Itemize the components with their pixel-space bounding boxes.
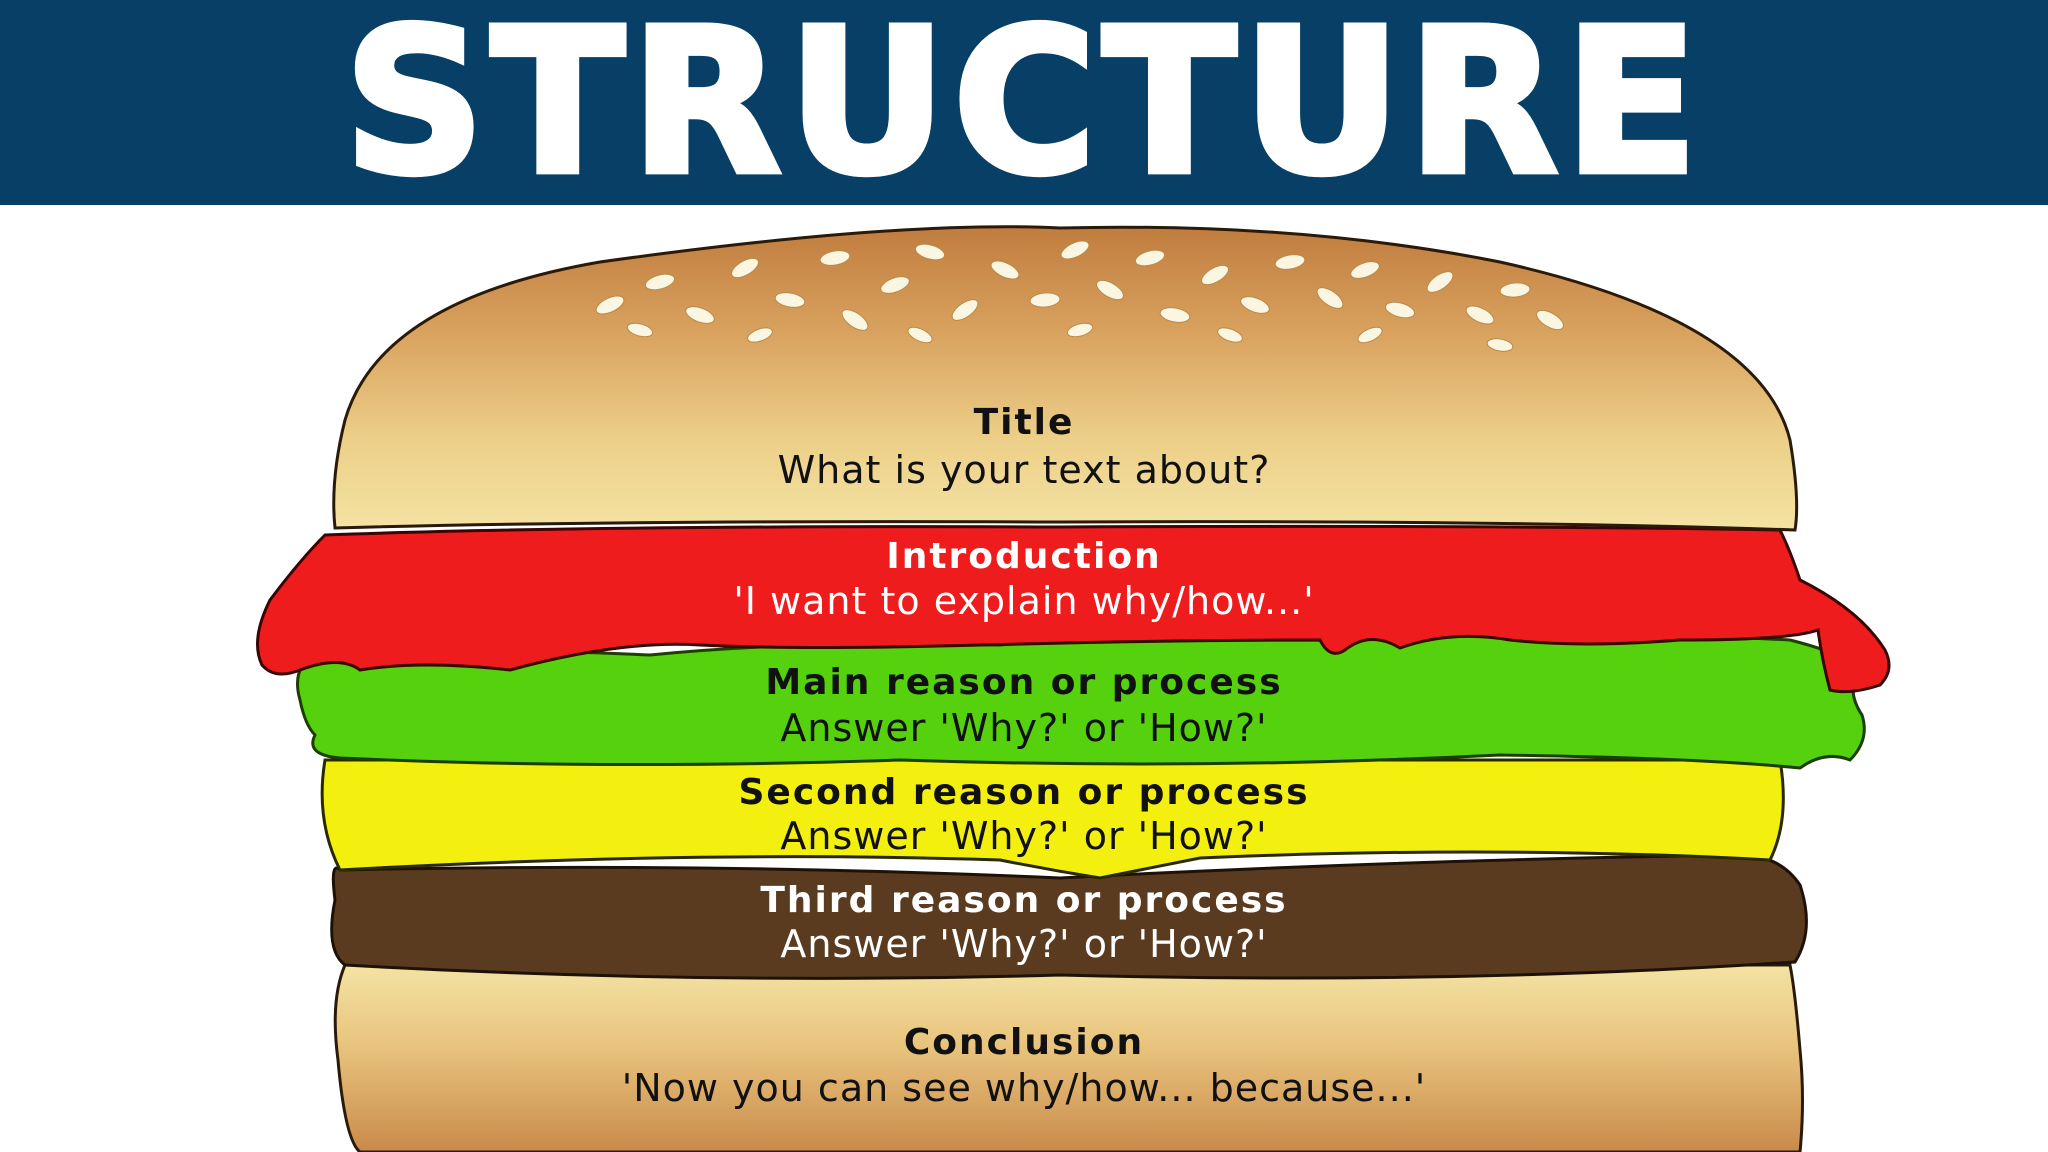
layer-introduction-heading: Introduction <box>886 536 1162 577</box>
page-title: STRUCTURE <box>341 0 1705 222</box>
cheese-layer <box>320 758 1785 880</box>
title-banner <box>0 0 2048 205</box>
layer-title-text: What is your text about? <box>777 448 1271 492</box>
layer-main-reason-text: Answer 'Why?' or 'How?' <box>780 706 1268 750</box>
patty-layer <box>330 853 1808 980</box>
top-bun <box>332 225 1799 532</box>
sesame-seeds <box>595 240 1564 352</box>
layer-conclusion-heading: Conclusion <box>903 1022 1145 1063</box>
ketchup-layer <box>256 524 1891 694</box>
layer-second-reason-text: Answer 'Why?' or 'How?' <box>780 814 1268 858</box>
layer-third-reason-text: Answer 'Why?' or 'How?' <box>780 922 1268 966</box>
layer-third-reason-heading: Third reason or process <box>760 880 1288 921</box>
layer-introduction-text: 'I want to explain why/how...' <box>733 579 1315 623</box>
layer-second-reason-heading: Second reason or process <box>738 772 1310 813</box>
layer-conclusion-text: 'Now you can see why/how... because...' <box>621 1066 1427 1110</box>
layer-main-reason-heading: Main reason or process <box>765 662 1283 703</box>
layer-title-heading: Title <box>973 402 1075 443</box>
